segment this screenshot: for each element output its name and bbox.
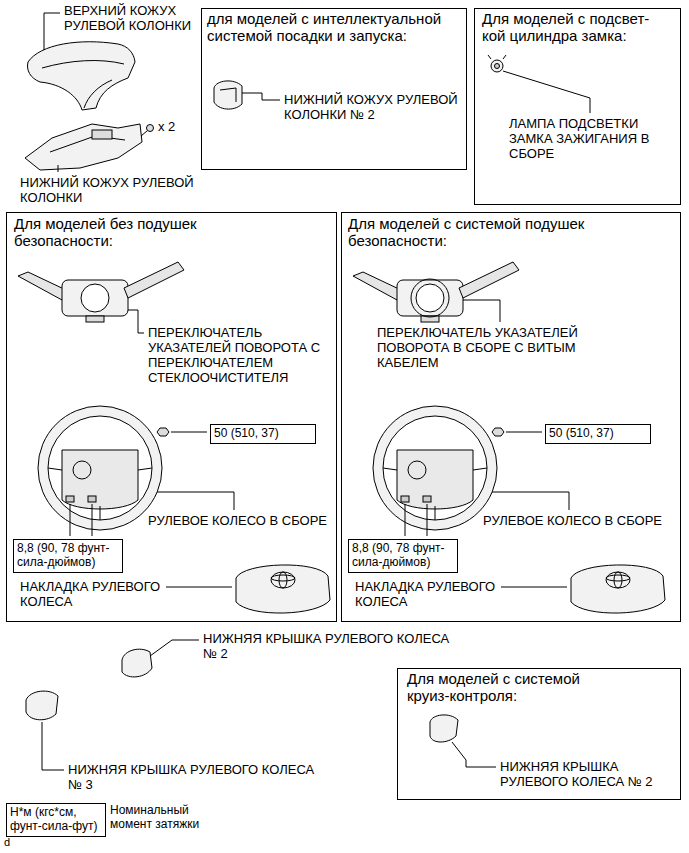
panel-heading: Для моделей без подушек безопасности: (14, 216, 254, 250)
combination-switch (86, 316, 104, 322)
panel-heading: для моделей с интеллектуальной системой … (207, 11, 463, 45)
lamp-icon (491, 60, 503, 72)
callout-label: x 2 (158, 120, 175, 135)
torque-box: 8,8 (90, 78 фунт- сила-дюймов) (13, 539, 123, 573)
part-name: ПЕРЕКЛЮЧАТЕЛЬ УКАЗАТЕЛЕЙ ПОВОРОТА С ПЕРЕ… (148, 326, 332, 386)
lamp-icon (488, 55, 506, 72)
steering-wheel-lower-cover (26, 649, 458, 742)
screw-icon (141, 125, 154, 137)
panel-heading: Для моделей с системой круиз-контроля: (407, 671, 622, 705)
steering-wheel-set (62, 450, 138, 509)
leader-line (452, 742, 496, 767)
leader-line (503, 71, 590, 113)
torque-box: Н*м (кгс*см, фунт-сила-фут)Номинальный м… (6, 803, 106, 837)
upper-column-cover (84, 80, 112, 108)
torque-value: 8,8 (90, 78 фунт- сила-дюймов) (352, 542, 454, 570)
condition-panel: Для моделей с системой круиз-контроля: НИ… (397, 668, 681, 800)
steering-wheel-set (157, 492, 234, 510)
lower-cover-no2-icon (214, 81, 242, 109)
steering-wheel-set (157, 428, 169, 436)
panel-heading: Для моделей с подсвет- кой цилиндра замк… (482, 11, 674, 45)
combination-switch (18, 272, 66, 300)
callout-label: НИЖНЯЯ КРЫШКА РУЛЕВОГО КОЛЕСА № 2 (203, 632, 459, 662)
steering-wheel-set (236, 565, 330, 613)
lower-cover-no2-icon (220, 88, 236, 102)
leader-line (242, 93, 280, 100)
leader-line (42, 722, 64, 770)
combination-switch (81, 284, 109, 312)
steering-wheel-set (48, 416, 152, 520)
spiral-cable (411, 279, 449, 317)
part-name: РУЛЕВОЕ КОЛЕСО В СБОРЕ (483, 514, 669, 529)
steering-wheel-lower-cover (26, 691, 58, 720)
leader-line (58, 165, 59, 172)
combination-switch (124, 262, 184, 298)
torque-box: 8,8 (90, 78 фунт- сила-дюймов) (348, 539, 458, 573)
part-name: НАКЛАДКА РУЛЕВОГО КОЛЕСА (355, 580, 525, 610)
steering-wheel-set (48, 468, 152, 520)
steering-wheel-set (38, 406, 162, 530)
part-name: НИЖНИЙ КОЖУХ РУЛЕВОЙ КОЛОНКИ № 2 (284, 93, 464, 123)
steering-wheel-set (171, 432, 207, 433)
steering-wheel-set (88, 496, 96, 502)
callout-label: НИЖНЯЯ КРЫШКА РУЛЕВОГО КОЛЕСА № 3 (68, 763, 324, 793)
steering-wheel-lower-cover (122, 649, 152, 677)
lamp-icon (488, 55, 506, 59)
torque-value: 8,8 (90, 78 фунт- сила-дюймов) (17, 542, 119, 570)
screw-icon (141, 131, 147, 136)
condition-panel: Для моделей с системой подушек безопасно… (341, 212, 681, 622)
steering-wheel-set (271, 572, 295, 588)
lower-column-cover (25, 124, 142, 170)
combination-switch (353, 262, 519, 322)
part-name: РУЛЕВОЕ КОЛЕСО В СБОРЕ (148, 514, 334, 529)
steering-wheel-set (271, 575, 295, 581)
torque-box: 50 (510, 37) (210, 424, 316, 444)
steering-wheel-set (92, 504, 93, 536)
lower-cover-no2-icon (214, 81, 242, 109)
steering-wheel-set (73, 461, 91, 479)
legend-text: Номинальный момент затяжки (110, 804, 210, 832)
leader-line (128, 310, 144, 333)
leader-line (42, 13, 590, 770)
upper-column-cover (28, 42, 136, 110)
condition-panel: для моделей с интеллектуальной системой … (201, 8, 467, 170)
torque-value: Н*м (кгс*см, фунт-сила-фут) (10, 806, 102, 834)
lower-column-cover (25, 124, 142, 170)
callout-label: d (4, 836, 10, 849)
lower-column-cover (92, 130, 112, 139)
steering-wheel-set (279, 572, 287, 588)
callout-label: НИЖНИЙ КОЖУХ РУЛЕВОЙ КОЛОНКИ (20, 176, 198, 206)
steering-wheel-lower-cover (430, 715, 458, 742)
lamp-icon (495, 64, 500, 69)
leader-line (463, 300, 500, 322)
screw-icon (147, 125, 154, 132)
leader-line (150, 640, 199, 656)
part-name: ПЕРЕКЛЮЧАТЕЛЬ УКАЗАТЕЛЕЙ ПОВОРОТА В СБОР… (377, 326, 637, 371)
condition-panel: Для моделей без подушек безопасности: ПЕР… (6, 212, 337, 622)
torque-value: 50 (510, 37) (549, 427, 647, 441)
part-name: ЛАМПА ПОДСВЕТКИ ЗАМКА ЗАЖИГАНИЯ В СБОРЕ (509, 117, 674, 162)
steering-wheel-set (66, 496, 74, 502)
condition-panel: Для моделей с подсвет- кой цилиндра замк… (474, 8, 681, 205)
leader-line (44, 13, 60, 50)
callout-label: ВЕРХНИЙ КОЖУХ РУЛЕВОЙ КОЛОНКИ (64, 4, 199, 34)
torque-value: 50 (510, 37) (214, 427, 312, 441)
panel-heading: Для моделей с системой подушек безопасно… (348, 216, 648, 250)
combination-switch (62, 280, 128, 316)
part-name: НИЖНЯЯ КРЫШКА РУЛЕВОГО КОЛЕСА № 2 (500, 760, 675, 790)
combination-switch (18, 262, 184, 322)
part-name: НАКЛАДКА РУЛЕВОГО КОЛЕСА (20, 580, 190, 610)
torque-box: 50 (510, 37) (545, 424, 651, 444)
upper-column-cover (42, 61, 124, 68)
lower-column-cover (50, 136, 125, 152)
steering-wheel-set (70, 504, 71, 536)
steering-wheel-set (166, 587, 232, 588)
upper-column-cover (28, 42, 136, 110)
